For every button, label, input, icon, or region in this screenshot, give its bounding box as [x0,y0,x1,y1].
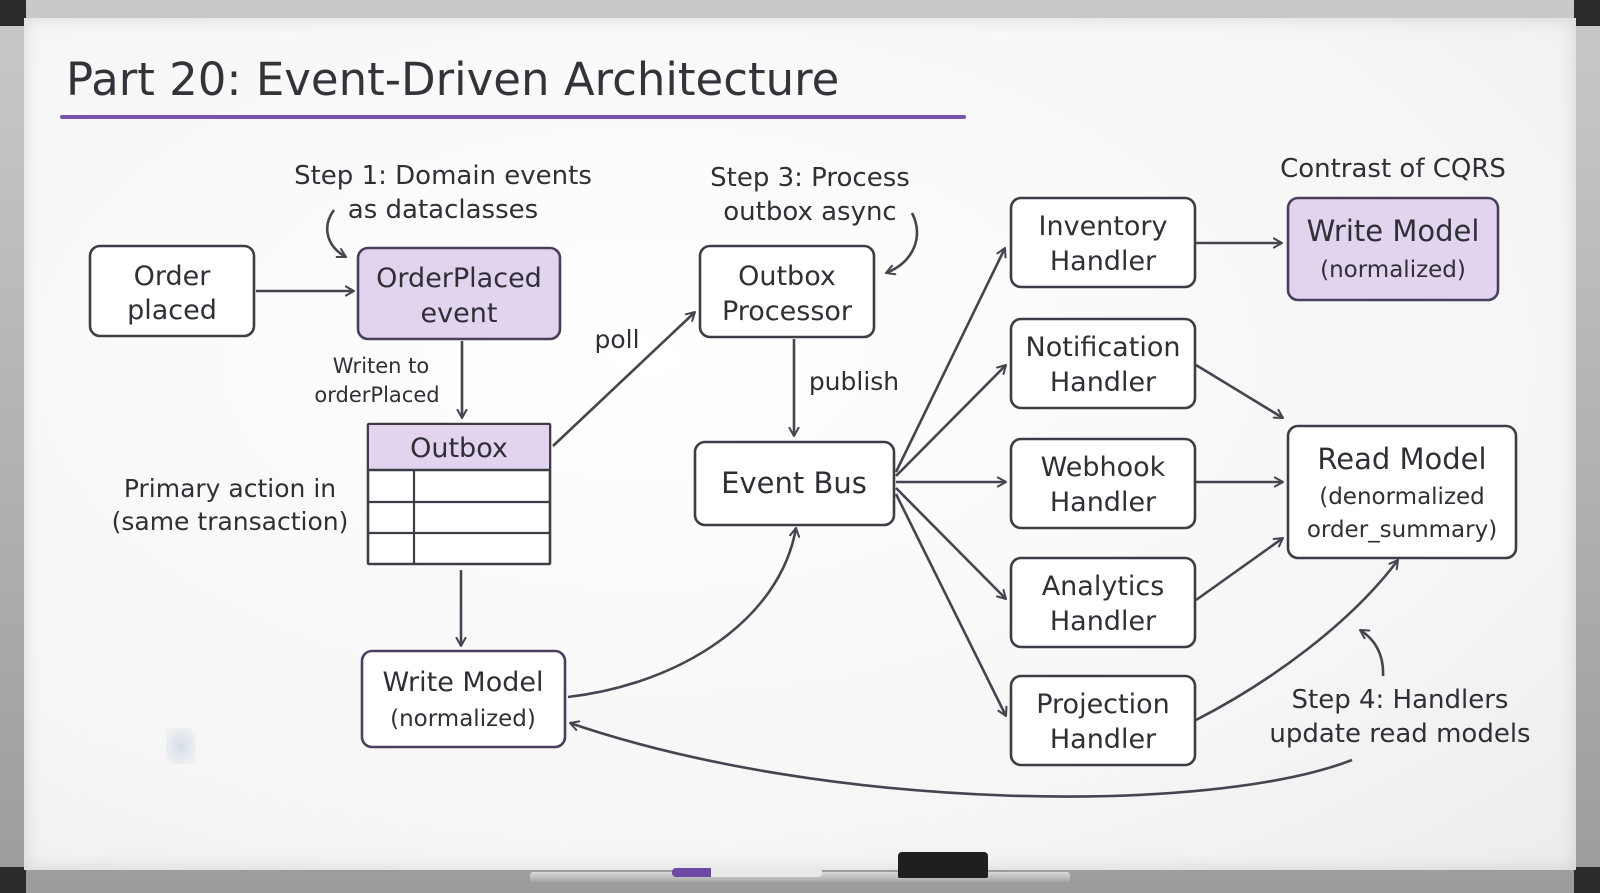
edge-bus-to-notification [895,365,1006,477]
edges [256,209,1400,798]
edge-notification-to-read [1195,363,1283,420]
node-order-placed-line-1: Order [134,261,212,292]
edge-analytics-to-read [1195,536,1283,602]
node-projection-line-1: Projection [1036,689,1170,720]
node-orderplaced-event-line-2: event [421,298,498,329]
marker-tray [530,872,1070,882]
node-write-model-line-2: (normalized) [390,706,536,732]
node-order-placed-line-2: placed [127,295,217,326]
node-cqrs-write-model: Write Model (normalized) [1286,196,1500,302]
edge-bus-to-analytics [895,487,1006,599]
node-read-model: Read Model (denormalized order_summary) [1286,424,1518,560]
node-read-model-line-2: (denormalized [1319,484,1485,510]
node-inventory-line-2: Handler [1050,246,1157,277]
diagram-title: Part 20: Event-Driven Architecture [66,53,839,106]
node-analytics-line-1: Analytics [1042,571,1165,602]
svg-text:Write Model(normalized): Write Model (normalized) [383,667,544,732]
frame-corner [0,0,26,26]
frame-corner [0,867,26,893]
step1-pointer [325,209,346,259]
node-cqrs-write-model-line-2: (normalized) [1320,257,1466,283]
node-write-model: Write Model (normalized) [360,649,567,749]
annotation-cqrs: Contrast of CQRS [1280,154,1506,184]
node-webhook-line-1: Webhook [1041,452,1166,483]
node-event-bus: Event Bus [693,440,896,527]
edge-bus-to-inventory [894,248,1005,473]
node-event-bus-label: Event Bus [721,466,867,500]
node-read-model-line-1: Read Model [1317,442,1486,476]
label-poll: poll [594,325,639,354]
step3-pointer [886,212,919,273]
node-analytics-line-2: Handler [1050,606,1157,637]
edge-projection-to-read [1195,560,1400,722]
svg-text:Write Model(normalized): Write Model (normalized) [1307,214,1480,283]
edge-write-model-to-bus [567,528,796,699]
node-inventory-line-1: Inventory [1039,211,1168,242]
node-notification-line-1: Notification [1026,332,1181,363]
eraser [898,852,988,878]
edge-bus-to-projection [894,493,1006,716]
node-orderplaced-event: OrderPlaced event [356,246,562,341]
node-projection-line-2: Handler [1050,724,1157,755]
marker-pen [672,868,822,877]
label-publish: publish [809,367,899,396]
node-outbox-processor-line-1: Outbox [738,261,836,292]
frame-corner [1574,0,1600,26]
node-outbox-table: Outbox [366,422,552,566]
node-read-model-line-3: order_summary) [1307,517,1497,543]
node-write-model-line-1: Write Model [383,667,544,698]
node-outbox-processor-line-2: Processor [722,296,853,327]
annotation-primary-action: Primary action in(same transaction) [112,474,349,536]
frame-corner [1574,867,1600,893]
edge-outbox-poll-processor [552,312,695,447]
step4-pointer [1360,628,1385,677]
edge-feedback-to-write-model [570,723,1353,798]
node-orderplaced-event-line-1: OrderPlaced [376,263,542,294]
node-notification-line-2: Handler [1050,367,1157,398]
node-cqrs-write-model-line-1: Write Model [1307,214,1480,248]
marker-smudge [166,728,196,764]
node-webhook-line-2: Handler [1050,487,1157,518]
node-outbox-label: Outbox [410,433,508,464]
